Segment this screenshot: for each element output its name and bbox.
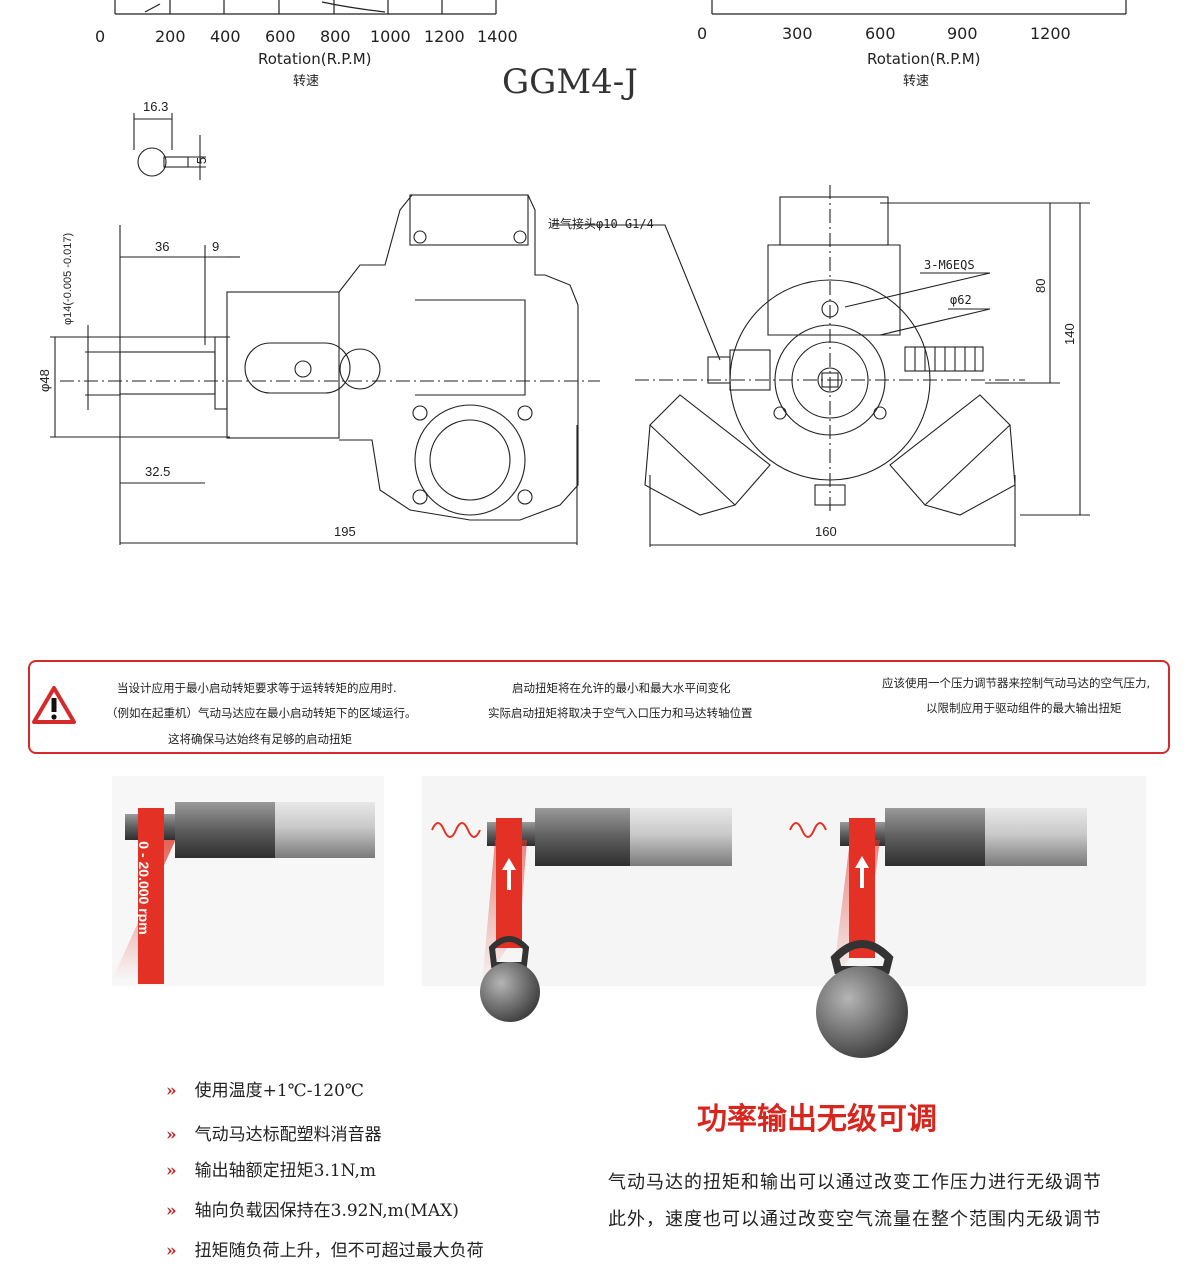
dim-shaft-tolerance: φ14(-0.005 -0.017) — [62, 232, 74, 325]
warning-icon — [32, 686, 76, 724]
feature-item-3: »输出轴额定扭矩3.1N,m — [166, 1161, 376, 1181]
warning-col3-line1: 应该使用一个压力调节器来控制气动马达的空气压力, — [882, 676, 1151, 690]
left-chart-xlabel-cn: 转速 — [293, 74, 320, 89]
dim-80: 80 — [1033, 278, 1048, 293]
dim-36: 36 — [155, 239, 170, 254]
dim-phi48: φ48 — [37, 369, 52, 392]
warning-col2-line2: 实际启动扭矩将取决于空气入口压力和马达转轴位置 — [488, 706, 753, 720]
power-title: 功率输出无级可调 — [697, 1102, 937, 1137]
motor-illustrations — [112, 776, 1146, 1058]
feature-item-1: »使用温度+1℃-120℃ — [166, 1081, 364, 1101]
dim-9: 9 — [212, 239, 220, 254]
dim-140: 140 — [1062, 323, 1077, 345]
right-tick-0: 0 — [697, 24, 708, 43]
model-title: GGM4-J — [502, 62, 638, 102]
dim-key-height: 5 — [194, 156, 210, 165]
power-desc-line2: 此外，速度也可以通过改变空气流量在整个范围内无级调节 — [608, 1209, 1102, 1230]
dim-160: 160 — [815, 524, 837, 539]
feature-item-4: »轴向负载因保持在3.92N,m(MAX) — [166, 1201, 459, 1221]
right-chart-frame — [711, 0, 1127, 15]
dim-key-width: 16.3 — [143, 99, 169, 114]
right-tick-900: 900 — [947, 24, 978, 43]
warning-col1-line1: 当设计应用于最小启动转矩要求等于运转转矩的应用时. — [117, 681, 397, 695]
technical-drawing — [50, 113, 1090, 547]
warning-col2-line1: 启动扭矩将在允许的最小和最大水平间变化 — [512, 681, 731, 695]
feature-item-5: »扭矩随负荷上升，但不可超过最大负荷 — [166, 1241, 484, 1261]
right-chart-xlabel-cn: 转速 — [903, 74, 930, 89]
right-chart-xlabel: Rotation(R.P.M) — [867, 50, 981, 68]
left-tick-400: 400 — [210, 27, 241, 46]
speed-range-label: 0 - 20.000 rpm — [136, 841, 152, 935]
label-air-inlet: 进气接头φ10 G1/4 — [548, 217, 654, 231]
dim-195: 195 — [334, 524, 356, 539]
right-tick-600: 600 — [865, 24, 896, 43]
left-tick-1200: 1200 — [424, 27, 465, 46]
right-tick-300: 300 — [782, 24, 813, 43]
power-desc-line1: 气动马达的扭矩和输出可以通过改变工作压力进行无级调节 — [608, 1172, 1102, 1193]
warning-col1-line3: 这将确保马达始终有足够的启动扭矩 — [168, 732, 352, 746]
dim-phi62: φ62 — [950, 293, 972, 307]
left-tick-1400: 1400 — [477, 27, 518, 46]
left-tick-600: 600 — [265, 27, 296, 46]
warning-box: 当设计应用于最小启动转矩要求等于运转转矩的应用时. （例如在起重机）气动马达应在… — [28, 660, 1170, 754]
right-tick-1200: 1200 — [1030, 24, 1071, 43]
warning-col1-line2: （例如在起重机）气动马达应在最小启动转矩下的区域运行。 — [106, 706, 417, 720]
left-chart-frame — [114, 0, 497, 15]
left-tick-200: 200 — [155, 27, 186, 46]
feature-item-2: »气动马达标配塑料消音器 — [166, 1125, 382, 1145]
left-tick-800: 800 — [320, 27, 351, 46]
label-bolts: 3-M6EQS — [924, 258, 975, 272]
dim-32-5: 32.5 — [145, 464, 171, 479]
warning-col3-line2: 以限制应用于驱动组件的最大输出扭矩 — [926, 701, 1122, 715]
left-tick-0: 0 — [95, 27, 106, 46]
left-tick-1000: 1000 — [370, 27, 411, 46]
left-chart-xlabel: Rotation(R.P.M) — [258, 50, 372, 68]
